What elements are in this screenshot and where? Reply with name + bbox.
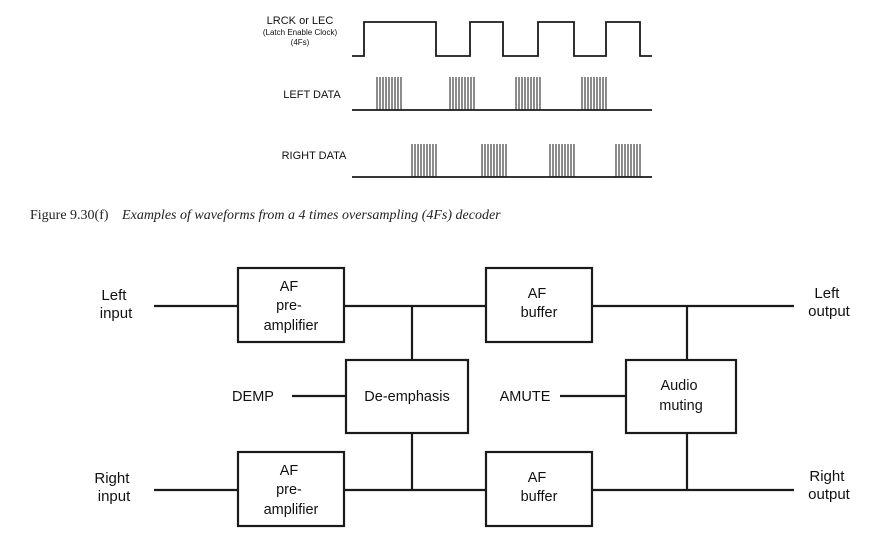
right-data-burst [549, 144, 575, 177]
right-input-label: Right input [94, 470, 133, 505]
right-data-label: RIGHT DATA [282, 150, 347, 162]
amute-label: AMUTE [500, 389, 551, 405]
right-input-line1: Right [94, 470, 130, 487]
right-data-burst [615, 144, 641, 177]
de-emphasis-box [344, 358, 470, 435]
af-preamp-top-line2: pre- [276, 298, 302, 314]
af-preamp-top-line3: amplifier [264, 318, 319, 334]
right-output-line2: output [808, 486, 851, 503]
af-buffer-top-label: AF buffer [521, 286, 558, 321]
figure-caption-text: Examples of waveforms from a 4 times ove… [121, 208, 501, 223]
left-data-bursts [376, 77, 607, 110]
left-data-burst [376, 77, 402, 110]
af-buffer-top-line1: AF [528, 286, 547, 302]
left-data-burst [515, 77, 541, 110]
left-data-burst [581, 77, 607, 110]
lrck-sublabel-rate: (4Fs) [291, 38, 310, 47]
audio-muting-box [624, 358, 738, 435]
left-input-label: Left input [100, 287, 133, 322]
audio-muting-line1: Audio [660, 378, 697, 394]
figure-number: Figure 9.30(f) [30, 208, 109, 223]
left-input-line1: Left [101, 287, 127, 304]
block-diagram: AF pre- amplifier AF buffer De-emphasis … [94, 266, 851, 528]
left-data-burst [449, 77, 475, 110]
de-emphasis-label: De-emphasis [364, 389, 449, 405]
left-output-line1: Left [814, 285, 840, 302]
af-buffer-top-line2: buffer [521, 305, 558, 321]
af-preamp-top-box [236, 266, 346, 344]
lrck-waveform [352, 21, 652, 57]
af-preamp-bottom-line3: amplifier [264, 502, 319, 518]
left-data-label: LEFT DATA [283, 89, 341, 101]
demp-label: DEMP [232, 389, 274, 405]
right-output-line1: Right [809, 468, 845, 485]
af-buffer-top-box [484, 266, 594, 344]
af-buffer-bottom-line1: AF [528, 470, 547, 486]
waveform-panel: LRCK or LEC (Latch Enable Clock) (4Fs) L… [263, 15, 652, 178]
af-preamp-bottom-line2: pre- [276, 482, 302, 498]
right-input-line2: input [98, 488, 131, 505]
af-preamp-top-line1: AF [280, 279, 299, 295]
af-preamp-bottom-label: AF pre- amplifier [264, 463, 319, 518]
af-buffer-bottom-label: AF buffer [521, 470, 558, 505]
figure-caption: Figure 9.30(f) Examples of waveforms fro… [30, 208, 501, 223]
left-output-line2: output [808, 303, 851, 320]
af-preamp-bottom-box [236, 450, 346, 528]
audio-muting-line2: muting [659, 398, 703, 414]
right-data-burst [481, 144, 507, 177]
right-data-bursts [411, 144, 641, 177]
right-data-burst [411, 144, 437, 177]
lrck-label: LRCK or LEC [267, 15, 334, 27]
af-buffer-bottom-line2: buffer [521, 489, 558, 505]
af-preamp-bottom-line1: AF [280, 463, 299, 479]
af-buffer-bottom-box [484, 450, 594, 528]
right-output-label: Right output [808, 468, 851, 503]
af-preamp-top-label: AF pre- amplifier [264, 279, 319, 334]
lrck-sublabel-latch: (Latch Enable Clock) [263, 28, 338, 37]
left-output-label: Left output [808, 285, 851, 320]
audio-muting-label: Audio muting [659, 378, 703, 414]
left-input-line2: input [100, 305, 133, 322]
